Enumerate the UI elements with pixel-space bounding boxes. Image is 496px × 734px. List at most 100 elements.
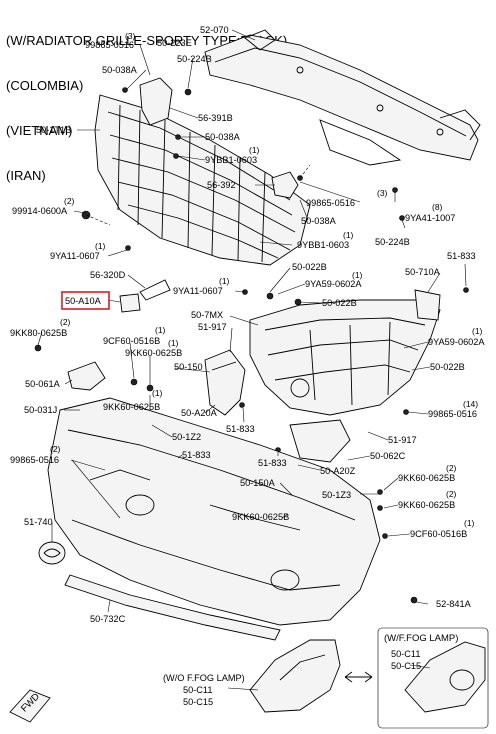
callout-50-A10A: 50-A10A — [65, 296, 102, 306]
callout-50-224B-a: 50-224B — [177, 54, 212, 64]
front-bumper-part — [47, 397, 381, 626]
side-bracket-left-part — [204, 349, 246, 416]
callout-50-1Z3: 50-1Z3 — [322, 490, 351, 500]
callout-50-150A: 50-150A — [240, 478, 276, 488]
title-line-3: (VIETNAM) — [6, 123, 73, 138]
callout-51-833-c: 51-833 — [182, 450, 211, 460]
callout-9YA59-0602A-a: 9YA59-0602A — [305, 279, 362, 289]
fog-cover-without-lamp-part — [249, 639, 341, 713]
callout-51-917-a: 51-917 — [198, 322, 227, 332]
title-line-1: (W/RADIATOR GRILLE-SPORTY TYPE:BLACK) — [6, 33, 288, 48]
callout-99865-0516-a: 99865-0516 — [85, 40, 134, 50]
callout-50-022B-c: 50-022B — [430, 362, 465, 372]
qty-1-9cf60-b: (1) — [464, 518, 475, 528]
callout-50-710A: 50-710A — [405, 267, 441, 277]
callout-50-1T1B: 50-1T1B — [36, 125, 71, 135]
callout-50-7MX: 50-7MX — [191, 310, 223, 320]
callout-50-224B-b: 50-224B — [375, 237, 410, 247]
bumper-reinforcement-part — [204, 29, 481, 166]
callout-9KK80-0625B-a: 9KK80-0625B — [10, 328, 67, 338]
qty-1-ybb1-b: (1) — [343, 230, 354, 240]
qty-1-9ya11-b: (1) — [219, 276, 230, 286]
title-line-2: (COLOMBIA) — [6, 78, 84, 93]
qty-14: (14) — [463, 399, 478, 409]
callout-51-833-d: 51-833 — [258, 458, 287, 468]
bracket-50-061A-part — [67, 361, 106, 391]
qty-1-9cf60-a: (1) — [155, 325, 166, 335]
callout-99914-0600A: 99914-0600A — [12, 206, 68, 216]
variant-arrow-icon — [344, 671, 373, 683]
callout-99865-0516-b: 99865-0516 — [306, 198, 355, 208]
callout-9KK60-0625B-a: 9KK60-0625B — [125, 348, 182, 358]
callout-50-1Z2: 50-1Z2 — [172, 432, 201, 442]
qty-2-9kk80-a: (2) — [60, 317, 71, 327]
bracket-56-392-part — [271, 171, 299, 199]
callout-9KK60-0625B-d: 9KK60-0625B — [398, 500, 455, 510]
qty-2-9kk60-d: (2) — [446, 489, 457, 499]
callout-51-917-b: 51-917 — [388, 435, 417, 445]
callout-56-320D: 56-320D — [90, 270, 126, 280]
w-fog-lamp-title: (W/F.FOG LAMP) — [384, 633, 458, 644]
air-guide-part — [139, 279, 171, 301]
callout-50-732C: 50-732C — [90, 614, 126, 624]
callout-50-038A-b: 50-038A — [205, 132, 241, 142]
callout-9YA41-1007: 9YA41-1007 — [405, 213, 455, 223]
callout-52-070: 52-070 — [200, 25, 229, 35]
wo-fog-lamp-title: (W/O F.FOG LAMP) — [163, 673, 245, 683]
qty-1-9ya59-a: (1) — [352, 270, 363, 280]
w-fog-c11: 50-C11 — [391, 649, 420, 659]
callout-50-022B-a: 50-022B — [292, 262, 327, 272]
radiator-grille-part — [94, 94, 311, 266]
fwd-arrow-icon: FWD — [9, 689, 51, 723]
callout-56-392: 56-392 — [207, 180, 236, 190]
emblem-part — [38, 541, 66, 565]
callout-9YA11-0607-a: 9YA11-0607 — [50, 251, 100, 261]
bracket-50-710A-part — [414, 289, 441, 321]
diagram-title: (W/RADIATOR GRILLE-SPORTY TYPE:BLACK) (C… — [6, 3, 287, 198]
title-line-4: (IRAN) — [6, 168, 46, 183]
callout-9YA11-0607-b: 9YA11-0607 — [173, 286, 223, 296]
callout-9YBB1-0603-a: 9YBB1-0603 — [205, 155, 257, 165]
callout-51-740: 51-740 — [24, 517, 53, 527]
qty-8: (8) — [432, 202, 443, 212]
qty-1-9kk60-a: (1) — [168, 338, 179, 348]
callout-9YA59-0602A-b: 9YA59-0602A — [428, 337, 485, 347]
callout-50-A20A: 50-A20A — [181, 408, 218, 418]
wo-fog-c11: 50-C11 — [183, 685, 212, 695]
fog-lamp-inset-frame — [377, 627, 489, 729]
qty-1-ybb1: (1) — [249, 145, 260, 155]
callout-50-A20Z: 50-A20Z — [320, 466, 356, 476]
qty-3-a: (3) — [125, 31, 136, 41]
callout-50-022B-b: 50-022B — [322, 298, 357, 308]
callout-56-391B: 56-391B — [198, 113, 233, 123]
wo-fog-c15: 50-C15 — [183, 697, 213, 707]
fog-cover-with-lamp-part — [404, 641, 486, 713]
callout-50-062C: 50-062C — [370, 451, 406, 461]
callout-9YBB1-0603-b: 9YBB1-0603 — [297, 240, 349, 250]
callout-9KK60-0625B-e: 9KK60-0625B — [232, 512, 289, 522]
bracket-50-A10A-part — [119, 293, 141, 313]
qty-2-99865-d: (2) — [50, 444, 61, 454]
qty-1-9ya59-b: (1) — [472, 326, 483, 336]
callout-51-833-b: 51-833 — [226, 424, 255, 434]
qty-2-9kk60-c: (2) — [446, 463, 457, 473]
bumper-frame-part — [249, 299, 441, 416]
highlight-50-A10A — [61, 291, 110, 310]
callout-9CF60-0516B-b: 9CF60-0516B — [410, 529, 467, 539]
callout-labels: 52-070 (3) 99865-0516 50-223E 50-224B 50… — [10, 25, 485, 707]
callout-50-038A-c: 50-038A — [301, 216, 337, 226]
callout-50-031J: 50-031J — [24, 405, 57, 415]
callout-52-841A: 52-841A — [436, 599, 472, 609]
callout-99865-0516-d: 99865-0516 — [10, 455, 59, 465]
callout-9KK60-0625B-c: 9KK60-0625B — [398, 473, 455, 483]
callout-50-038A-a: 50-038A — [102, 65, 138, 75]
callout-9KK60-0625B-b: 9KK60-0625B — [103, 402, 160, 412]
qty-1-9kk60-b: (1) — [152, 388, 163, 398]
callout-50-150: 50-150 — [174, 362, 203, 372]
bracket-56-391B-part — [139, 77, 173, 126]
side-bracket-right-part — [289, 419, 351, 463]
qty-1-9ya11-a: (1) — [95, 241, 106, 251]
callout-9CF60-0516B-a: 9CF60-0516B — [103, 336, 160, 346]
callout-99865-0516-c: 99865-0516 — [428, 409, 477, 419]
qty-2-99914: (2) — [64, 196, 75, 206]
